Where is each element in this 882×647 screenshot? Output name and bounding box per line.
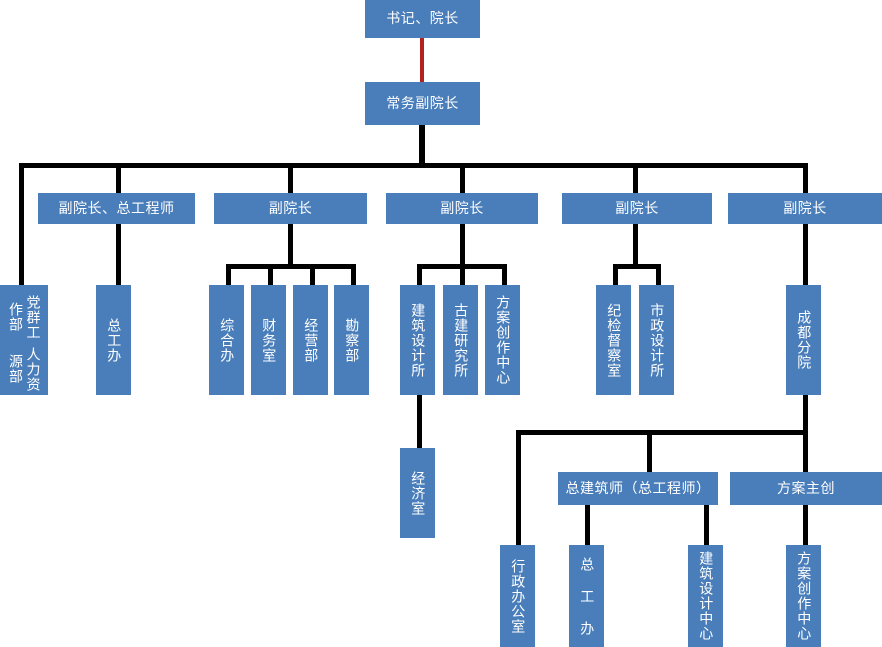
- connector-bus-to-vice-dean-5: [803, 163, 808, 193]
- connector-vice-dean-2-down: [288, 224, 293, 266]
- connector-branch-to-scheme-lead: [803, 430, 808, 472]
- connector-child-zonghe: [226, 264, 231, 286]
- node-operations-dept[interactable]: 经营部: [293, 285, 328, 395]
- connector-vice-dean-5-down: [803, 224, 808, 285]
- node-vice-dean-4[interactable]: 副院长: [562, 193, 712, 224]
- connector-scheme-lead-to-center: [803, 505, 808, 545]
- connector-branch-to-chief-architect: [647, 430, 652, 472]
- node-chengdu-branch[interactable]: 成都分院: [786, 285, 821, 395]
- connector-child-jijian: [613, 264, 618, 286]
- connector-child-shizheng: [656, 264, 661, 286]
- connector-bus-to-vice-dean-2: [288, 163, 293, 193]
- connector-bus-to-left-branch: [19, 163, 24, 285]
- node-admin-office[interactable]: 行政办公室: [500, 545, 535, 647]
- node-survey-dept[interactable]: 勘察部: [334, 285, 369, 395]
- connector-child-gujian: [460, 264, 465, 286]
- connector-child-jianzhu-sheji-suo: [417, 264, 422, 286]
- connector-child-kancha: [351, 264, 356, 286]
- node-hr-dept-label: 人力资源部: [8, 346, 42, 392]
- connector-vice-dean-2-bus: [226, 264, 356, 269]
- connector-bus-to-vice-dean-3: [460, 163, 465, 193]
- node-finance-office[interactable]: 财务室: [251, 285, 286, 395]
- node-branch-scheme-creation-center[interactable]: 方案创作中心: [786, 545, 821, 647]
- node-executive-vice-dean[interactable]: 常务副院长: [365, 82, 480, 125]
- connector-vice-dean-4-down: [633, 224, 638, 266]
- node-scheme-lead[interactable]: 方案主创: [730, 472, 882, 505]
- node-party-work-dept-label: 党群工作部: [8, 294, 42, 340]
- connector-chengdu-bus: [516, 430, 808, 435]
- node-architecture-design-center[interactable]: 建筑设计中心: [688, 545, 723, 647]
- connector-chief-architect-to-design-center: [704, 505, 709, 545]
- node-discipline-inspection-office[interactable]: 纪检督察室: [596, 285, 631, 395]
- node-ancient-architecture-institute[interactable]: 古建研究所: [443, 285, 478, 395]
- node-municipal-design-institute[interactable]: 市政设计所: [639, 285, 674, 395]
- node-secretary-dean[interactable]: 书记、院长: [365, 0, 480, 38]
- connector-bus-to-vice-dean-1: [116, 163, 121, 193]
- node-vice-dean-chief-engineer[interactable]: 副院长、总工程师: [38, 193, 195, 224]
- node-general-office[interactable]: 综合办: [209, 285, 244, 395]
- node-chief-engineer-office[interactable]: 总工办: [96, 285, 131, 395]
- node-branch-chief-engineer-office[interactable]: 总 工 办: [569, 545, 604, 647]
- connector-child-caiwu: [268, 264, 273, 286]
- node-architecture-design-institute[interactable]: 建筑设计所: [400, 285, 435, 395]
- connector-vice-dean-3-down: [460, 224, 465, 266]
- connector-child-fangan-center: [502, 264, 507, 286]
- node-scheme-creation-center[interactable]: 方案创作中心: [485, 285, 520, 395]
- connector-chief-architect-to-gongbanoffice: [585, 505, 590, 545]
- node-vice-dean-2[interactable]: 副院长: [214, 193, 367, 224]
- connector-chengdu-down: [803, 395, 808, 435]
- node-chief-architect[interactable]: 总建筑师（总工程师）: [558, 472, 718, 505]
- connector-main-bus: [19, 163, 808, 168]
- connector-dean-to-exec-vice-dean: [420, 38, 424, 82]
- connector-vice-dean-4-bus: [613, 264, 661, 269]
- connector-branch-to-admin: [516, 430, 521, 545]
- connector-jianzhu-to-jingji: [417, 395, 422, 448]
- node-economics-office[interactable]: 经济室: [400, 448, 435, 538]
- connector-vice-dean-1-down: [116, 224, 121, 285]
- node-vice-dean-3[interactable]: 副院长: [386, 193, 538, 224]
- connector-exec-vice-dean-down: [419, 125, 425, 166]
- connector-bus-to-vice-dean-4: [633, 163, 638, 193]
- node-vice-dean-5[interactable]: 副院长: [728, 193, 882, 224]
- connector-child-jingying: [310, 264, 315, 286]
- node-hr-and-party-dept[interactable]: 党群工作部 人力资源部: [0, 285, 48, 395]
